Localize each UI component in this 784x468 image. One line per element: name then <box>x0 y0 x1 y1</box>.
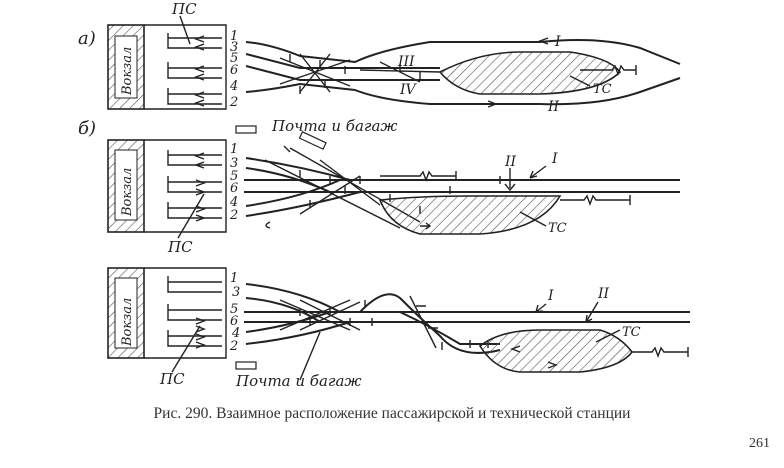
scheme-a-track-I: I <box>554 34 561 50</box>
scheme-b-ps-label: ПС <box>167 238 193 256</box>
scheme-c-ps-pointer <box>171 325 201 373</box>
scheme-c-buffer-stop <box>632 346 689 358</box>
scheme-c-technical-station <box>478 329 634 373</box>
scheme-b-buffer-stop-1 <box>380 170 457 182</box>
scheme-b-ts-label: ТС <box>548 221 567 236</box>
scheme-a-track-III: III <box>397 54 415 70</box>
scheme-b-ts-pointer <box>519 211 547 227</box>
scheme-a-main-I <box>539 39 681 65</box>
scheme-a-ps-pointer <box>179 15 191 45</box>
track-number: 6 <box>230 181 238 196</box>
scheme-a-technical-station <box>438 51 622 95</box>
station-layout-diagram: а) ПС Вокзал 1 3 5 6 4 2 <box>78 0 690 390</box>
scheme-b-letter: б) <box>78 118 96 139</box>
track-number: 5 <box>230 169 238 184</box>
scheme-b-mail-platform <box>235 125 257 134</box>
figure-caption: Рис. 290. Взаимное расположение пассажир… <box>153 405 631 422</box>
scheme-a-building-label: Вокзал <box>120 47 135 96</box>
scheme-b-mail-platform-2 <box>298 130 327 150</box>
scheme-b-building-label: Вокзал <box>120 168 135 217</box>
track-number: 1 <box>230 29 238 44</box>
scheme-c-building-label: Вокзал <box>120 298 135 347</box>
scheme-a-direction-arrows <box>487 37 549 108</box>
track-number: 1 <box>230 271 238 286</box>
scheme-a-letter: а) <box>78 28 96 49</box>
scheme-c-station-building: Вокзал <box>107 267 227 359</box>
track-number: 5 <box>230 51 238 66</box>
scheme-c-ts-label: ТС <box>622 325 641 340</box>
track-number: 1 <box>230 142 238 157</box>
scheme-c-direction-arrows <box>535 301 599 323</box>
track-number: 4 <box>229 79 238 94</box>
scheme-c-track-numbers: 1 3 5 6 4 2 <box>229 271 240 354</box>
track-number: 2 <box>229 95 238 110</box>
track-number: 4 <box>231 326 240 341</box>
scheme-c-ts-pointer <box>595 329 621 343</box>
scheme-a-ts-pointer <box>569 75 591 87</box>
scheme-b: б) Почта и багаж Вокзал ПС 1 3 5 6 4 2 <box>78 117 680 256</box>
scheme-a-ps-label: ПС <box>171 0 197 18</box>
track-number: 3 <box>230 40 238 55</box>
track-number: 6 <box>230 314 238 329</box>
track-number: 3 <box>230 156 238 171</box>
scheme-b-mail-label: Почта и багаж <box>271 117 397 135</box>
scheme-a-track-IV: IV <box>399 82 418 98</box>
scheme-c-platform-tracks <box>167 276 222 349</box>
scheme-b-throat <box>244 145 680 229</box>
scheme-b-arrow <box>420 222 432 230</box>
scheme-a-track-II: II <box>547 99 560 115</box>
page-number: 261 <box>749 436 770 451</box>
scheme-b-track-II: II <box>504 154 517 170</box>
track-number: 6 <box>230 63 238 78</box>
scheme-c-ps-label: ПС <box>159 370 185 388</box>
scheme-b-buffer-stop-2 <box>560 194 631 206</box>
track-number: 4 <box>229 195 238 210</box>
scheme-b-direction-arrows <box>504 165 547 192</box>
scheme-b-ps-pointer <box>177 193 205 239</box>
scheme-c-mail-platform <box>235 361 257 370</box>
scheme-c-arrows <box>510 345 558 369</box>
track-number: 3 <box>232 285 240 300</box>
scheme-c-track-I: I <box>547 288 554 304</box>
scheme-b-track-I: I <box>551 151 558 167</box>
scheme-a-track-numbers: 1 3 5 6 4 2 <box>229 29 238 110</box>
scheme-b-track-numbers: 1 3 5 6 4 2 <box>229 142 238 223</box>
track-number: 2 <box>229 208 238 223</box>
scheme-b-technical-station <box>378 195 562 235</box>
scheme-b-platform-tracks <box>167 150 222 222</box>
scheme-a-throat <box>245 41 540 105</box>
scheme-c-mail-pointer <box>299 331 321 381</box>
scheme-a-station-building: Вокзал <box>107 24 227 110</box>
track-number: 5 <box>230 302 238 317</box>
scheme-a-ts-label: ТС <box>593 82 612 97</box>
scheme-a-main-II <box>539 77 681 106</box>
scheme-c: Вокзал ПС 1 3 5 6 4 2 Почта и багаж <box>107 267 690 390</box>
scheme-a: а) ПС Вокзал 1 3 5 6 4 2 <box>78 0 681 115</box>
scheme-b-station-building: Вокзал <box>107 139 227 233</box>
scheme-a-platform-tracks <box>167 33 222 107</box>
scheme-c-mail-label: Почта и багаж <box>235 372 361 390</box>
scheme-c-track-II: II <box>597 286 610 302</box>
scheme-c-throat <box>244 283 690 354</box>
track-number: 2 <box>229 339 238 354</box>
scheme-a-buffer-stop <box>580 64 637 76</box>
